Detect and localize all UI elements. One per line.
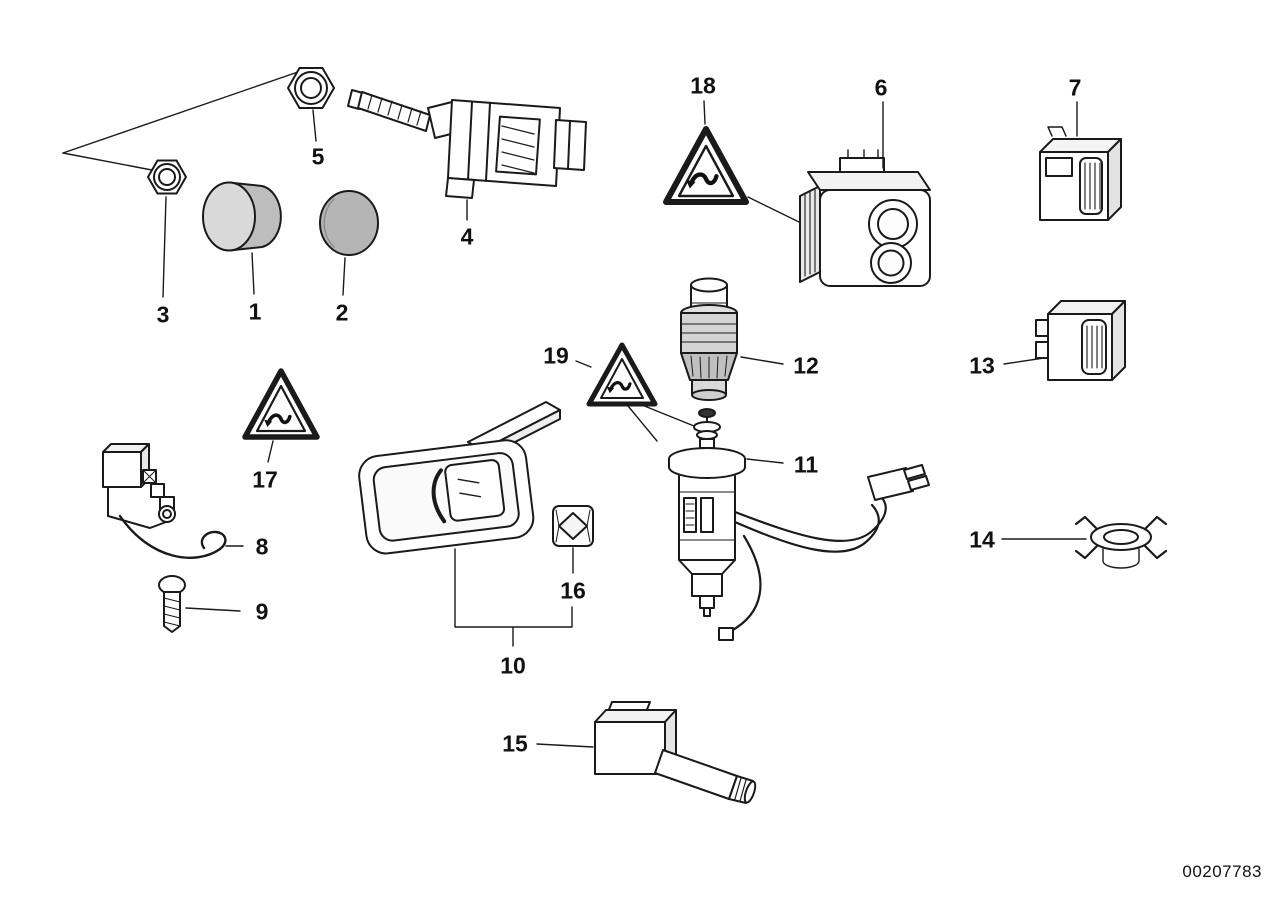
callout-13[interactable]: 13 xyxy=(969,352,995,379)
blanking-plug-part xyxy=(202,181,282,295)
callout-17[interactable]: 17 xyxy=(252,466,278,493)
button-cap-part xyxy=(552,505,594,574)
callout-18[interactable]: 18 xyxy=(690,72,716,99)
warning-triangle-19-icon xyxy=(575,342,695,442)
callout-7[interactable]: 7 xyxy=(1068,74,1082,101)
socket-wiring-harness xyxy=(718,464,930,641)
callout-16[interactable]: 16 xyxy=(560,577,586,604)
callout-2[interactable]: 2 xyxy=(335,299,349,326)
callout-4[interactable]: 4 xyxy=(460,223,474,250)
callout-10[interactable]: 10 xyxy=(500,652,526,679)
document-number: 00207783 xyxy=(1182,862,1262,881)
warning-triangle-18-icon xyxy=(663,100,800,223)
hex-nut-3-part xyxy=(147,159,187,298)
warning-triangle-17-icon xyxy=(242,368,320,463)
callout-11[interactable]: 11 xyxy=(793,451,819,478)
callout-3[interactable]: 3 xyxy=(156,301,170,328)
screw-part xyxy=(158,575,241,633)
brake-light-switch-part xyxy=(347,89,587,221)
callout-6[interactable]: 6 xyxy=(874,74,888,101)
switch-assembly-part xyxy=(358,401,573,647)
callout-9[interactable]: 9 xyxy=(255,598,269,625)
callout-19[interactable]: 19 xyxy=(543,342,569,369)
callout-8[interactable]: 8 xyxy=(255,533,269,560)
door-contact-switch-part xyxy=(102,443,244,559)
callout-14[interactable]: 14 xyxy=(969,526,995,553)
callout-1[interactable]: 1 xyxy=(248,298,262,325)
double-button-switch-part xyxy=(799,101,931,287)
callout-15[interactable]: 15 xyxy=(502,730,528,757)
cover-cap-part xyxy=(319,190,379,296)
callout-12[interactable]: 12 xyxy=(793,352,819,379)
mounting-reference-lines xyxy=(62,71,299,172)
retaining-clip-part xyxy=(1001,515,1168,569)
rocker-switch-7-part xyxy=(1039,101,1122,221)
hex-nut-5-part xyxy=(287,67,335,142)
rocker-switch-13-part xyxy=(1003,300,1126,381)
sensor-switch-part xyxy=(536,701,757,804)
lighter-element-part xyxy=(680,277,784,401)
contact-spring-stack xyxy=(693,408,721,449)
lighter-socket-part xyxy=(668,447,784,617)
callout-5[interactable]: 5 xyxy=(311,143,325,170)
